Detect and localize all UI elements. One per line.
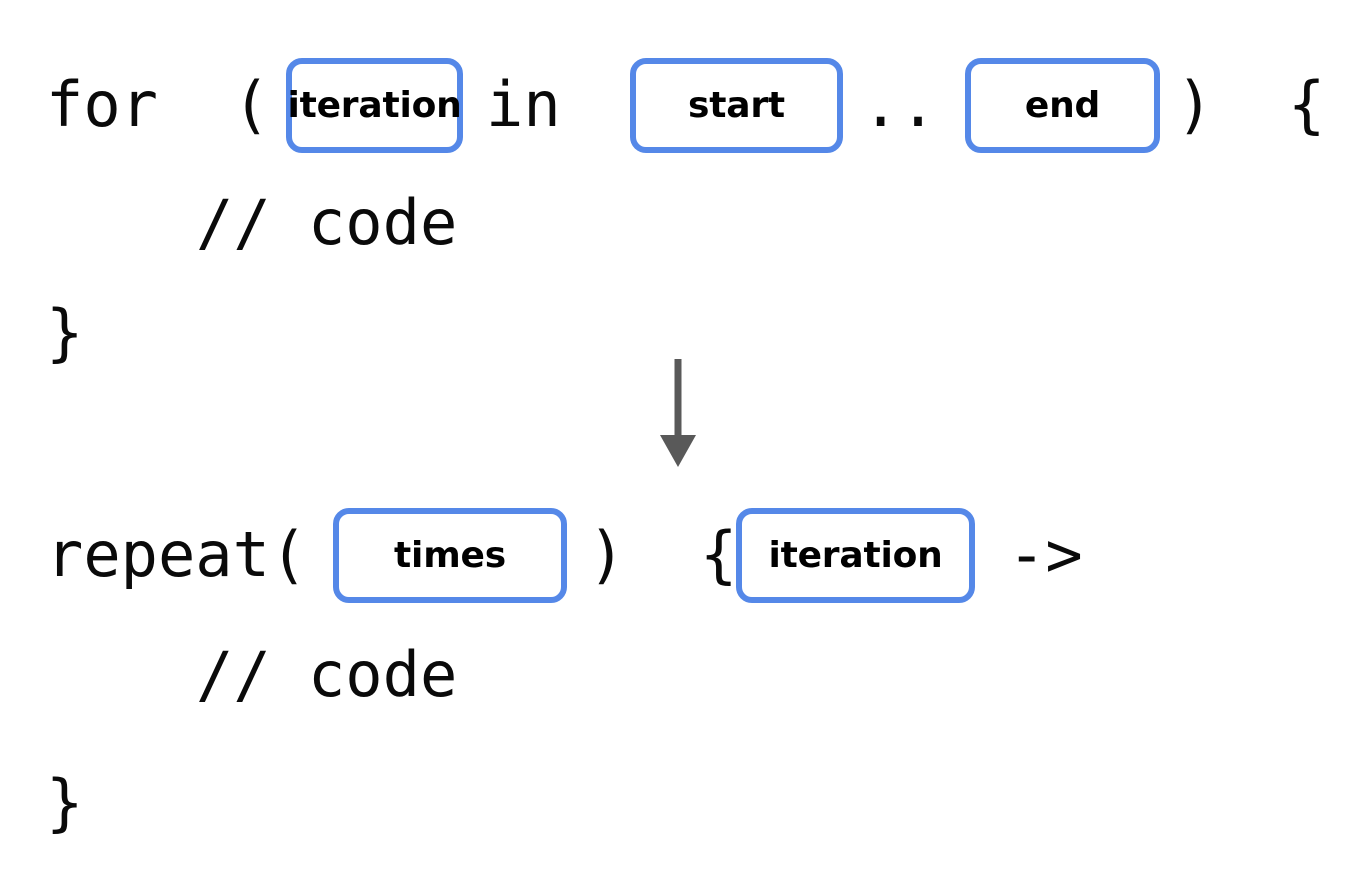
for-line-closing-tokens: ) {: [1176, 68, 1326, 141]
chip-iteration-repeat[interactable]: iteration: [736, 508, 975, 603]
chip-iteration-for-label: iteration: [287, 84, 462, 126]
chip-iteration-repeat-label: iteration: [768, 534, 943, 576]
for-body-comment: // code: [196, 186, 458, 259]
for-closing-brace: }: [46, 296, 84, 369]
keyword-repeat: repeat(: [46, 518, 308, 591]
repeat-line-middle-tokens: ) {: [588, 518, 738, 591]
keyword-in: in: [486, 68, 561, 141]
keyword-for: for (: [46, 68, 270, 141]
repeat-closing-brace: }: [46, 766, 84, 839]
chip-start-label: start: [688, 84, 785, 126]
lambda-arrow-token: ->: [1008, 518, 1083, 591]
range-operator: ..: [862, 68, 937, 141]
chip-end-label: end: [1024, 84, 1101, 126]
chip-start[interactable]: start: [630, 58, 843, 153]
down-arrow-icon: [648, 355, 708, 474]
chip-iteration-for[interactable]: iteration: [286, 58, 463, 153]
chip-end[interactable]: end: [965, 58, 1160, 153]
chip-times-label: times: [394, 534, 506, 576]
repeat-body-comment: // code: [196, 638, 458, 711]
chip-times[interactable]: times: [333, 508, 567, 603]
